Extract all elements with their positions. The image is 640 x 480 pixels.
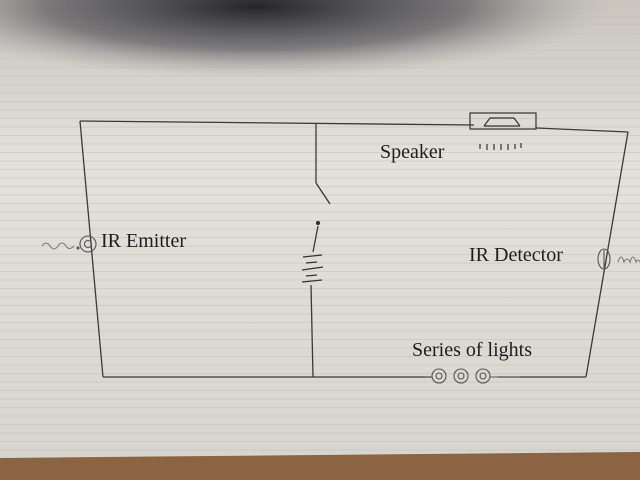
speaker-symbol xyxy=(469,112,537,150)
ir-emitter-symbol xyxy=(41,235,97,253)
series-of-lights-label: Series of lights xyxy=(412,339,532,361)
light-bulb-series xyxy=(425,368,520,384)
circuit-wires xyxy=(79,120,629,378)
switch-symbol xyxy=(315,182,331,226)
ir-detector-symbol xyxy=(597,248,640,270)
speaker-label: Speaker xyxy=(380,141,445,163)
hand-shadow xyxy=(0,0,640,130)
battery-symbol xyxy=(301,254,324,283)
ir-emitter-label: IR Emitter xyxy=(101,230,186,252)
ir-detector-label: IR Detector xyxy=(469,244,563,266)
